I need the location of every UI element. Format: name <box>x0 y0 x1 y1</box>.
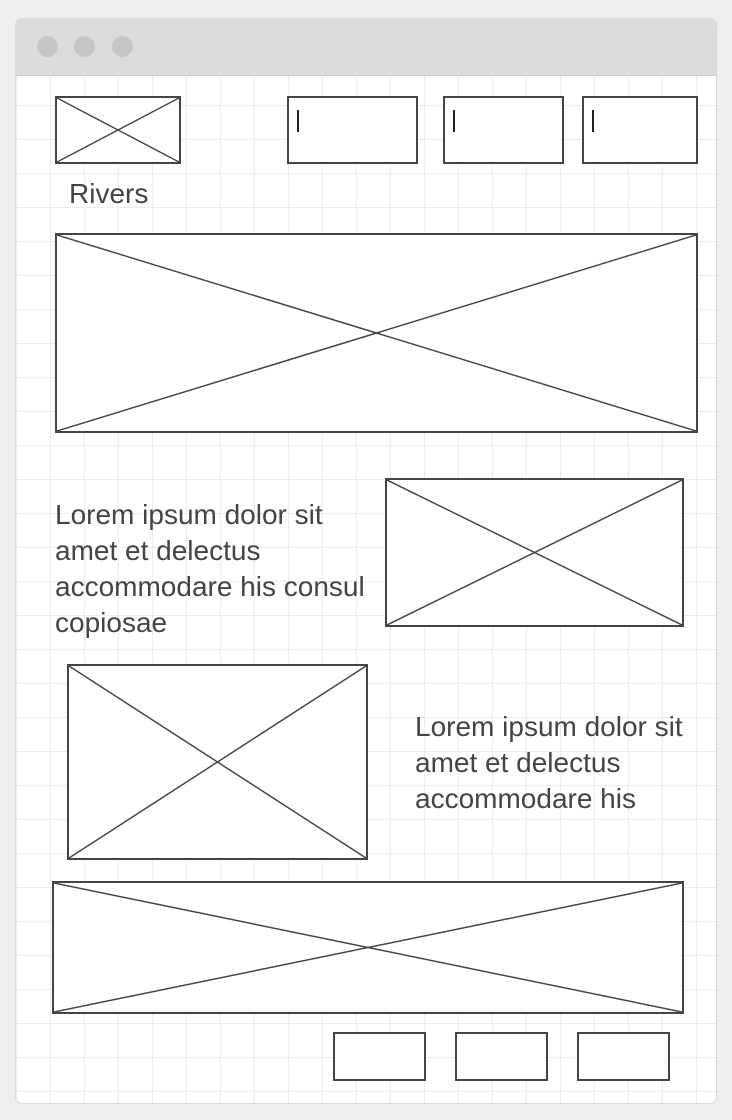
footer-button-2[interactable] <box>455 1032 548 1081</box>
header-input-2[interactable] <box>443 96 564 164</box>
image-placeholder-icon <box>57 235 696 431</box>
image-placeholder-icon <box>387 480 682 625</box>
image-placeholder-icon <box>54 883 682 1012</box>
text-block-2: Lorem ipsum dolor sit amet et delectus a… <box>415 711 683 814</box>
footer-button-3[interactable] <box>577 1032 670 1081</box>
text-caret-icon <box>297 110 299 132</box>
browser-window: Rivers Lorem ipsum dolor sit amet et del… <box>16 19 716 1103</box>
header-input-3[interactable] <box>582 96 698 164</box>
banner-image-placeholder[interactable] <box>52 881 684 1014</box>
header-input-1[interactable] <box>287 96 418 164</box>
wireframe-canvas: Rivers Lorem ipsum dolor sit amet et del… <box>16 76 716 1103</box>
close-window-dot[interactable] <box>37 36 58 57</box>
content-image-placeholder-2[interactable] <box>67 664 368 860</box>
page-title: Rivers <box>69 178 149 209</box>
minimize-window-dot[interactable] <box>74 36 95 57</box>
footer-button-1[interactable] <box>333 1032 426 1081</box>
image-placeholder-icon <box>69 666 366 858</box>
logo-image-placeholder[interactable] <box>55 96 181 164</box>
text-caret-icon <box>453 110 455 132</box>
text-block-1: Lorem ipsum dolor sit amet et delectus a… <box>55 499 365 638</box>
hero-image-placeholder[interactable] <box>55 233 698 433</box>
window-titlebar <box>16 19 716 76</box>
content-image-placeholder-1[interactable] <box>385 478 684 627</box>
text-caret-icon <box>592 110 594 132</box>
image-placeholder-icon <box>57 98 179 162</box>
maximize-window-dot[interactable] <box>112 36 133 57</box>
